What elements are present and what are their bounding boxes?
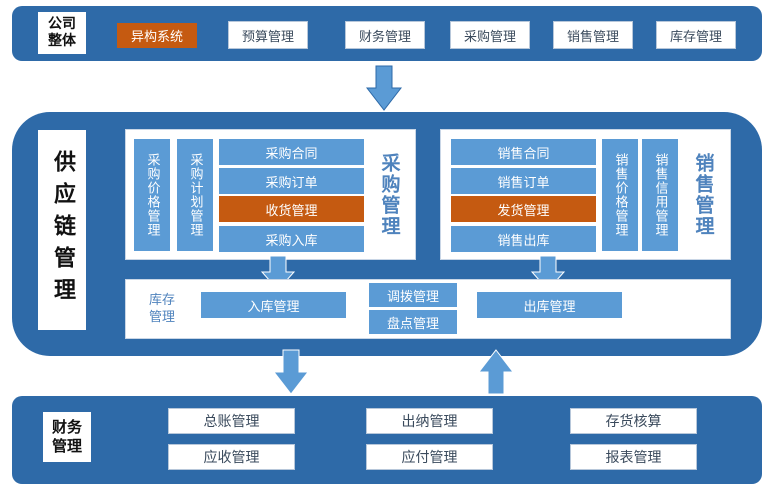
company-label-line1: 公司 [48,16,76,32]
sales-row-shipping[interactable]: 发货管理 [451,196,596,222]
finance-item-reports[interactable]: 报表管理 [570,444,697,470]
purchase-title: 采购管理 [378,153,401,237]
purchase-row-receiving[interactable]: 收货管理 [219,196,364,222]
supply-chain-title: 供应链管理 [38,130,86,330]
arrow-down-icon [365,65,403,111]
sales-row-contract[interactable]: 销售合同 [451,139,596,165]
inventory-outbound-button[interactable]: 出库管理 [477,292,622,318]
sales-credit-column[interactable]: 销售信用管理 [642,139,678,251]
finance-item-cashier[interactable]: 出纳管理 [366,408,493,434]
sales-price-column[interactable]: 销售价格管理 [602,139,638,251]
finance-item-receivables[interactable]: 应收管理 [168,444,295,470]
arrow-up-icon [477,349,515,395]
sales-row-order[interactable]: 销售订单 [451,168,596,194]
company-item-purchase[interactable]: 采购管理 [450,21,530,49]
finance-label-line2: 管理 [51,437,82,455]
sales-title: 销售管理 [692,153,715,237]
inventory-label-line1: 库存 [148,293,175,308]
purchase-plan-column[interactable]: 采购计划管理 [177,139,213,251]
supply-chain-title-text: 供应链管理 [50,150,75,310]
finance-item-payables[interactable]: 应付管理 [366,444,493,470]
purchase-row-order[interactable]: 采购订单 [219,168,364,194]
company-item-sales[interactable]: 销售管理 [553,21,633,49]
company-item-inventory[interactable]: 库存管理 [656,21,736,49]
sales-row-outbound[interactable]: 销售出库 [451,226,596,252]
company-item-finance[interactable]: 财务管理 [345,21,425,49]
finance-item-general-ledger[interactable]: 总账管理 [168,408,295,434]
purchase-row-contract[interactable]: 采购合同 [219,139,364,165]
company-item-heterogeneous[interactable]: 异构系统 [117,23,197,48]
finance-item-inventory-accounting[interactable]: 存货核算 [570,408,697,434]
company-label-line2: 整体 [48,33,76,49]
arrow-down-icon [272,349,310,395]
inventory-inbound-button[interactable]: 入库管理 [201,292,346,318]
company-label: 公司 整体 [38,12,86,54]
inventory-transfer-button[interactable]: 调拨管理 [369,283,457,307]
inventory-label-line2: 管理 [148,310,175,325]
purchase-row-inbound[interactable]: 采购入库 [219,226,364,252]
inventory-stocktake-button[interactable]: 盘点管理 [369,310,457,334]
finance-label-line1: 财务 [51,418,82,436]
purchase-price-column[interactable]: 采购价格管理 [134,139,170,251]
finance-label: 财务 管理 [43,412,91,462]
company-item-budget[interactable]: 预算管理 [228,21,308,49]
inventory-label: 库存 管理 [136,286,188,332]
